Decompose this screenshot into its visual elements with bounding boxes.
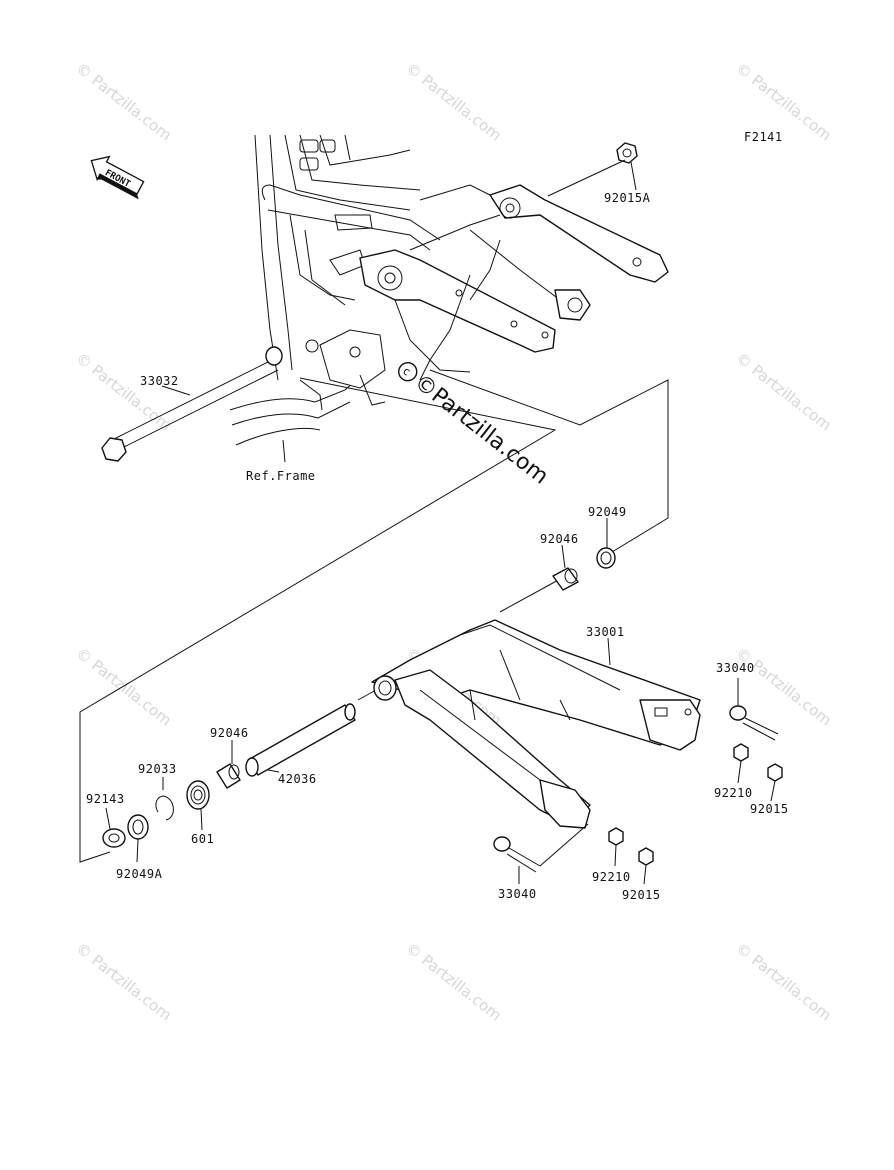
exploded-view-guide-lines — [79, 369, 669, 863]
watermark: © Partzilla.com — [73, 59, 175, 144]
leader-ref-frame — [282, 439, 286, 463]
label-92143: 92143 — [86, 792, 125, 806]
nut-92015-right[interactable]: 92015 — [750, 763, 789, 816]
label-601: 601 — [191, 832, 214, 846]
adjuster-bolt-33040-bottom[interactable]: 33040 — [493, 823, 589, 901]
label-33001: 33001 — [586, 625, 625, 639]
seal-92049A[interactable]: 92049A — [116, 814, 163, 881]
label-33032: 33032 — [140, 374, 179, 388]
label-92033: 92033 — [138, 762, 177, 776]
bushing-92046-lower[interactable]: 92046 — [210, 726, 249, 789]
watermark: © Partzilla.com — [403, 939, 505, 1024]
front-arrow-icon: FRONT — [90, 155, 145, 200]
svg-text:c: c — [400, 365, 413, 379]
watermark: © Partzilla.com — [73, 349, 175, 434]
circlip-92033[interactable]: 92033 — [138, 762, 177, 821]
label-ref-frame: Ref.Frame — [246, 469, 316, 483]
watermark: © Partzilla.com — [733, 939, 835, 1024]
center-watermark-text: ©Partzilla.com — [409, 370, 553, 490]
label-42036: 42036 — [278, 772, 317, 786]
watermark: © Partzilla.com — [733, 349, 835, 434]
watermark: © Partzilla.com — [73, 644, 175, 729]
seal-92049[interactable]: 92049 — [588, 505, 627, 569]
center-watermark: c ©Partzilla.com — [398, 361, 553, 490]
figure-code: F2141 — [744, 130, 783, 144]
sleeve-42036[interactable]: 42036 — [245, 703, 356, 786]
frame-illustration — [229, 134, 471, 446]
cap-92143[interactable]: 92143 — [86, 792, 126, 848]
adjuster-bolt-33040-right[interactable]: 33040 — [716, 661, 779, 741]
watermark: © Partzilla.com — [403, 59, 505, 144]
label-33040-right: 33040 — [716, 661, 755, 675]
label-33040-bottom: 33040 — [498, 887, 537, 901]
label-92046-bottom: 92046 — [210, 726, 249, 740]
label-92049-top: 92049 — [588, 505, 627, 519]
swingarm-33001[interactable]: 33001 — [371, 619, 701, 829]
bearing-601[interactable]: 601 — [186, 780, 214, 846]
nut-92210-bottom[interactable]: 92210 — [592, 827, 631, 884]
label-92049A: 92049A — [116, 867, 163, 881]
label-92015-right: 92015 — [750, 802, 789, 816]
nut-92015-bottom[interactable]: 92015 — [622, 847, 661, 902]
label-92046-top: 92046 — [540, 532, 579, 546]
nut-92210-right[interactable]: 92210 — [714, 743, 753, 800]
label-92015-bottom: 92015 — [622, 888, 661, 902]
watermark-layer: © Partzilla.com © Partzilla.com © Partzi… — [73, 59, 835, 1024]
watermark: © Partzilla.com — [733, 644, 835, 729]
label-92210-bottom: 92210 — [592, 870, 631, 884]
watermark: © Partzilla.com — [73, 939, 175, 1024]
bushing-92046-upper[interactable]: 92046 — [540, 532, 579, 591]
nut-92015A[interactable]: 92015A — [547, 142, 651, 205]
label-92210-right: 92210 — [714, 786, 753, 800]
pivot-shaft-33032[interactable]: 33032 — [101, 346, 283, 462]
rear-subframe — [359, 184, 669, 381]
label-92015A: 92015A — [604, 191, 651, 205]
